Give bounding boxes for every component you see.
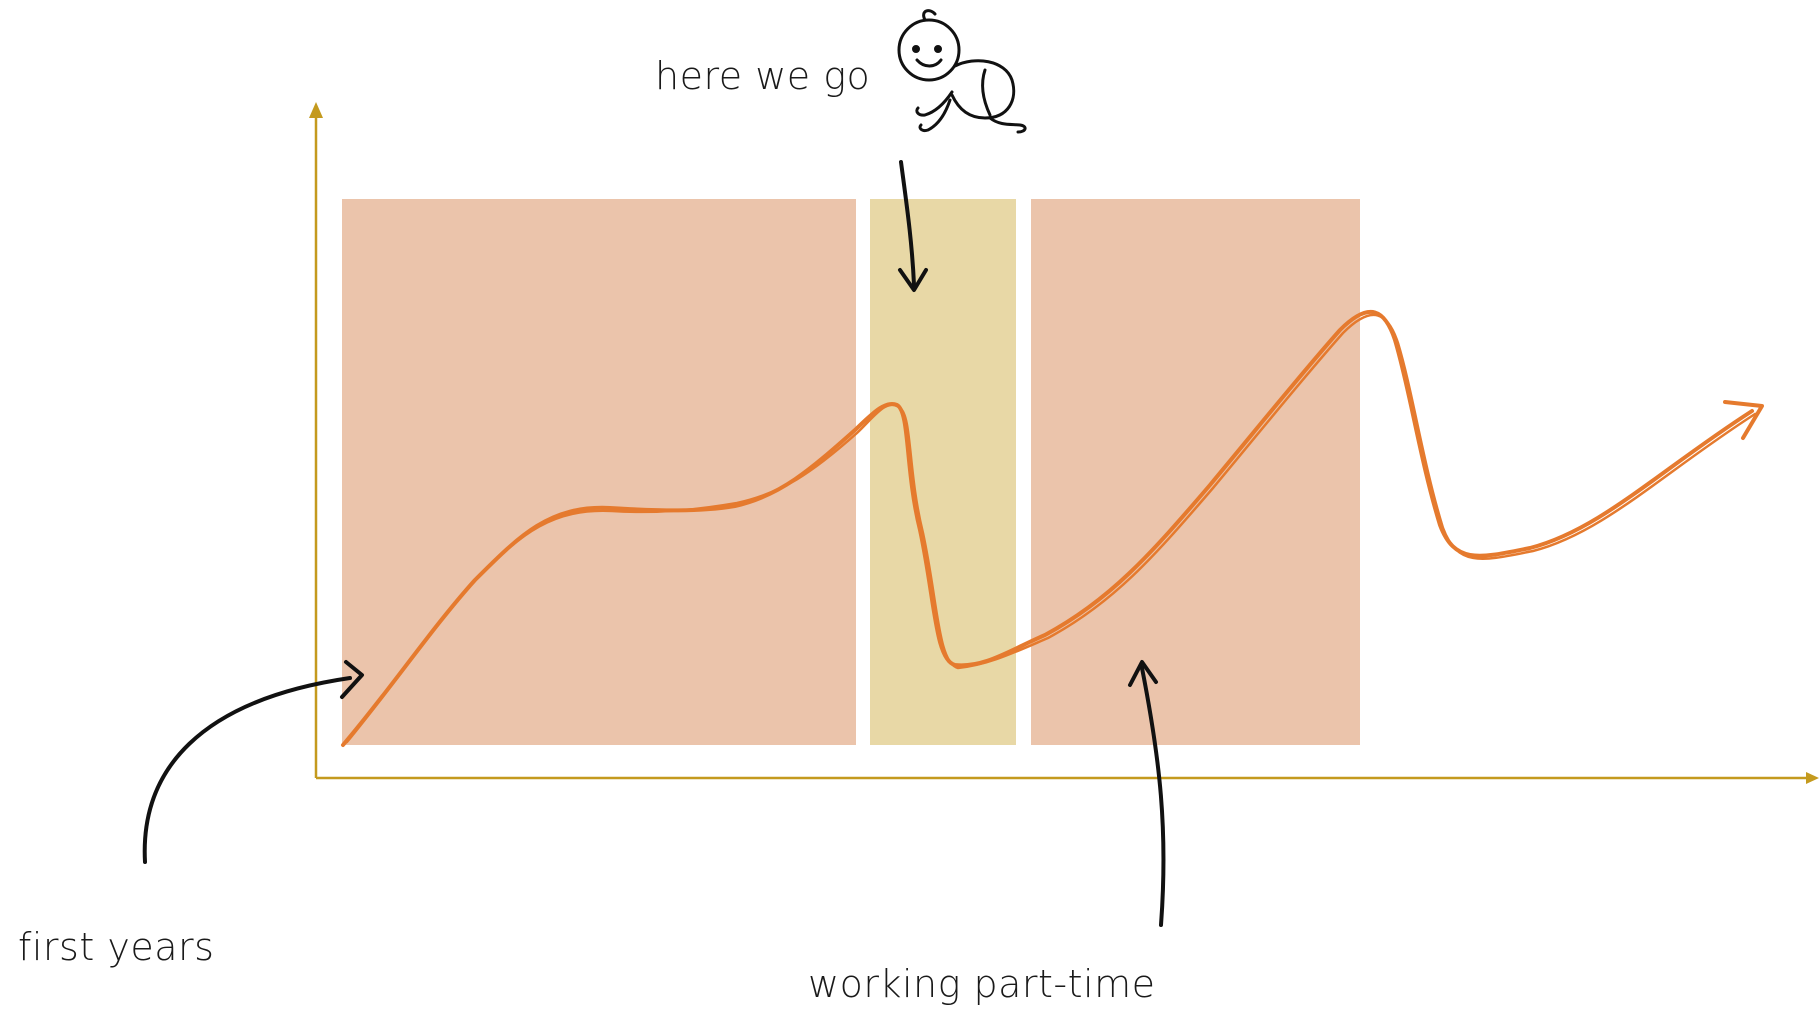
first-years-label: first years bbox=[18, 925, 215, 969]
first-years-arrow bbox=[142, 660, 364, 864]
axes bbox=[314, 112, 1815, 780]
here-we-go-arrow bbox=[898, 160, 928, 292]
working-part-time-label: working part-time bbox=[808, 962, 1156, 1006]
y-axis-arrowhead bbox=[309, 102, 323, 118]
phase-block-baby bbox=[870, 199, 1016, 745]
x-axis-arrowhead bbox=[1806, 772, 1819, 784]
crawling-baby-sketch-icon bbox=[897, 9, 1027, 134]
here-we-go-label: here we go bbox=[655, 54, 871, 98]
working-part-time-arrow bbox=[1128, 660, 1166, 927]
career-curve bbox=[341, 309, 1764, 747]
phase-block-first-years bbox=[342, 199, 856, 745]
phase-block-part-time bbox=[1031, 199, 1360, 745]
